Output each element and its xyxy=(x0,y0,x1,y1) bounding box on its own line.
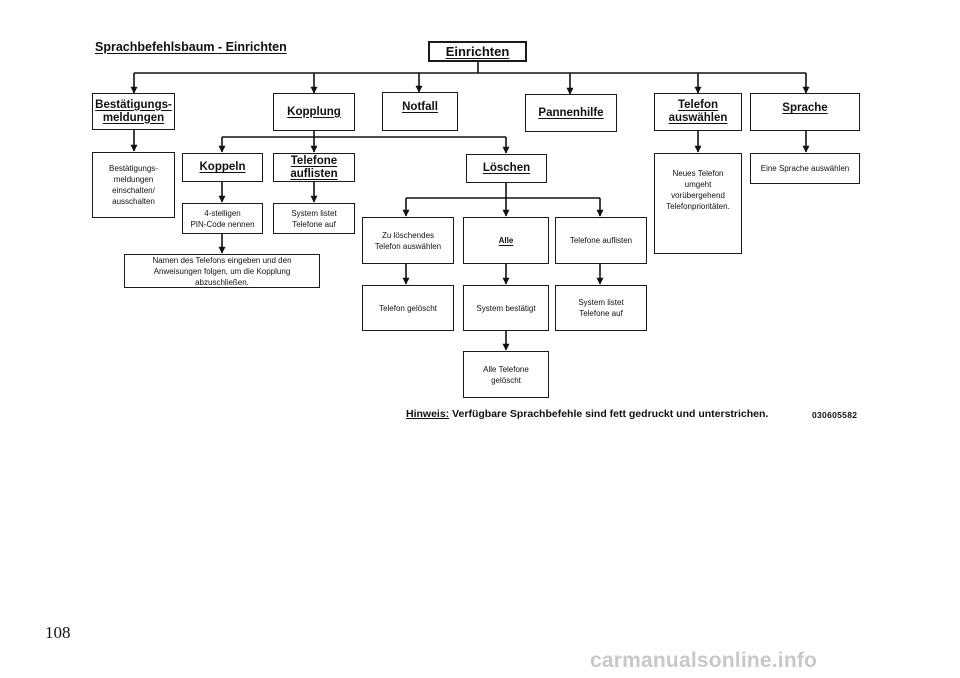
node-kopplung-label: Kopplung xyxy=(287,105,341,118)
node-sprache-label: Sprache xyxy=(782,102,828,114)
node-telefone-auflisten-label: Telefone auflisten xyxy=(290,154,338,180)
node-zu-loeschendes-telefon: Zu löschendes Telefon auswählen xyxy=(362,217,454,264)
node-sprache-beschreibung-text: Eine Sprache auswählen xyxy=(760,164,850,173)
node-loeschen-label: Löschen xyxy=(482,162,531,174)
node-telefon-auswaehlen-label: Telefon auswählen xyxy=(668,99,728,124)
node-pannenhilfe-label: Pannenhilfe xyxy=(538,106,604,119)
node-kopplung: Kopplung xyxy=(273,93,355,131)
node-system-bestaetigt: System bestätigt xyxy=(463,285,549,331)
node-bestaetigungsmeldungen-label: Bestätigungs- meldungen xyxy=(95,98,172,124)
node-system-listet-2: System listet Telefone auf xyxy=(555,285,647,331)
node-pin-code-text: 4-stelligen PIN-Code nennen xyxy=(190,208,255,229)
node-system-listet-1: System listet Telefone auf xyxy=(273,203,355,234)
node-alle-label: Alle xyxy=(498,236,514,245)
node-alle-telefone-geloescht: Alle Telefone gelöscht xyxy=(463,351,549,398)
node-system-listet-2-text: System listet Telefone auf xyxy=(578,298,624,318)
node-telefone-auflisten-2-text: Telefone auflisten xyxy=(569,236,633,245)
node-pannenhilfe: Pannenhilfe xyxy=(525,94,617,132)
node-telefon-auswaehlen: Telefon auswählen xyxy=(654,93,742,131)
node-notfall-label: Notfall xyxy=(402,101,438,113)
hinweis-note: Hinweis: Verfügbare Sprachbefehle sind f… xyxy=(406,408,768,420)
node-sprache-beschreibung: Eine Sprache auswählen xyxy=(750,153,860,184)
node-bestaetigungsmeldungen: Bestätigungs- meldungen xyxy=(92,93,175,130)
node-loeschen: Löschen xyxy=(466,154,547,183)
node-system-bestaetigt-text: System bestätigt xyxy=(476,303,536,313)
node-telefon-geloescht-text: Telefon gelöscht xyxy=(379,303,437,313)
node-telefone-auflisten: Telefone auflisten xyxy=(273,153,355,182)
node-telefone-auflisten-2: Telefone auflisten xyxy=(555,217,647,264)
node-namen-eingeben-text: Namen des Telefons eingeben und den Anwe… xyxy=(152,255,292,287)
image-code: 030605582 xyxy=(812,410,858,420)
node-alle: Alle xyxy=(463,217,549,264)
node-zu-loeschendes-telefon-text: Zu löschendes Telefon auswählen xyxy=(374,230,442,251)
node-namen-eingeben: Namen des Telefons eingeben und den Anwe… xyxy=(124,254,320,288)
node-telefon-geloescht: Telefon gelöscht xyxy=(362,285,454,331)
watermark: carmanualsonline.info xyxy=(590,649,818,672)
node-koppeln: Koppeln xyxy=(182,153,263,182)
node-koppeln-label: Koppeln xyxy=(199,161,246,173)
node-system-listet-1-text: System listet Telefone auf xyxy=(291,208,337,229)
diagram-title: Sprachbefehlsbaum - Einrichten xyxy=(95,40,287,54)
node-alle-telefone-geloescht-text: Alle Telefone gelöscht xyxy=(483,364,529,385)
hinweis-text: Verfügbare Sprachbefehle sind fett gedru… xyxy=(449,408,769,420)
hinweis-label: Hinweis: xyxy=(406,408,450,420)
node-bestaetigung-beschreibung: Bestätigungs- meldungen einschalten/ aus… xyxy=(92,152,175,218)
node-sprache: Sprache xyxy=(750,93,860,131)
page-number: 108 xyxy=(45,623,71,642)
node-bestaetigung-beschreibung-text: Bestätigungs- meldungen einschalten/ aus… xyxy=(109,164,158,206)
node-neues-telefon-text: Neues Telefon umgeht vorübergehend Telef… xyxy=(666,169,730,211)
node-neues-telefon: Neues Telefon umgeht vorübergehend Telef… xyxy=(654,153,742,254)
node-notfall: Notfall xyxy=(382,92,458,131)
node-einrichten: Einrichten xyxy=(428,41,527,62)
node-einrichten-label: Einrichten xyxy=(445,44,510,59)
node-pin-code: 4-stelligen PIN-Code nennen xyxy=(182,203,263,234)
